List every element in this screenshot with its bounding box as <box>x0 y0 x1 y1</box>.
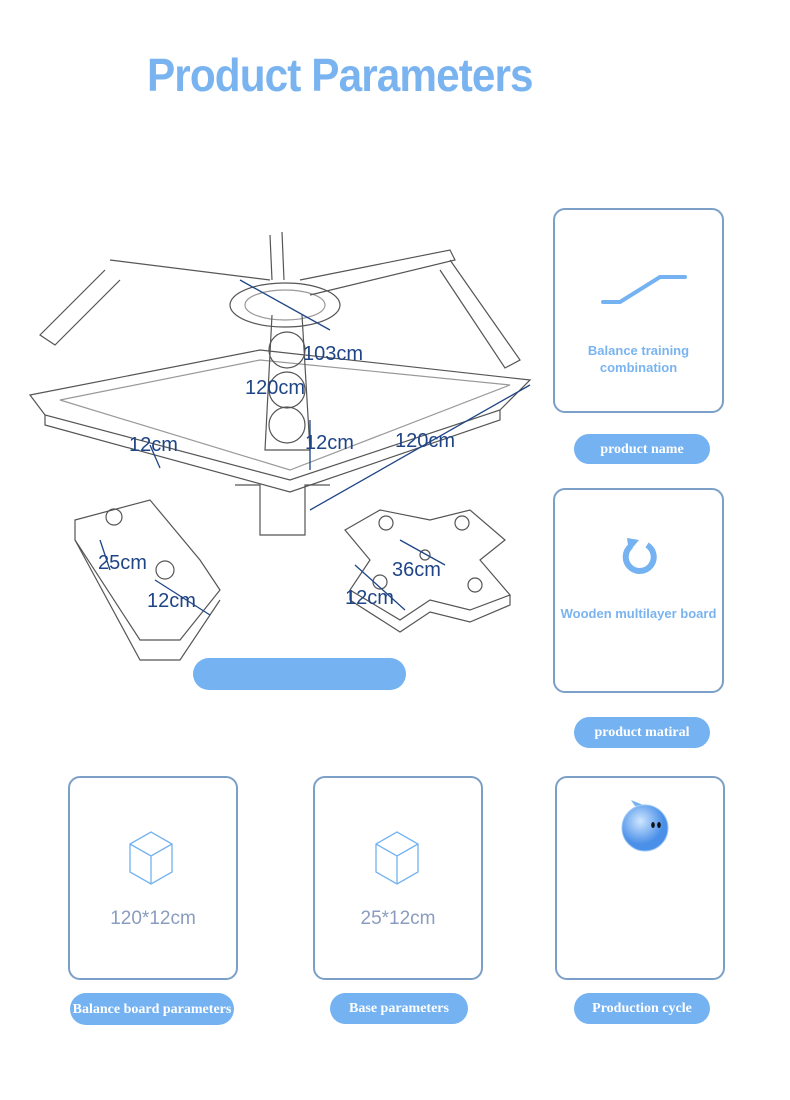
base-value: 25*12cm <box>360 908 436 929</box>
balance-board-label: Balance board parameters <box>70 993 234 1025</box>
dim-label-120-side: 120cm <box>395 430 456 452</box>
balance-board-diagram <box>28 231 532 661</box>
base-label: Base parameters <box>330 993 468 1024</box>
product-name-card: Balance training combination <box>553 208 724 413</box>
dim-label-12-center: 12cm <box>305 432 354 454</box>
dim-label-103: 103cm <box>303 343 364 365</box>
dim-label-25: 25cm <box>98 552 147 574</box>
production-cycle-card <box>555 776 725 980</box>
refresh-icon <box>622 538 657 574</box>
balance-board-card: 120*12cm <box>68 776 238 980</box>
dim-label-12-cross: 12cm <box>345 587 394 609</box>
dim-label-120-height: 120cm <box>245 377 306 399</box>
cube-icon <box>375 831 419 885</box>
base-card: 25*12cm <box>313 776 483 980</box>
balance-board-value: 120*12cm <box>110 908 196 929</box>
product-material-value: Wooden multilayer board <box>560 606 717 621</box>
page-title: Product Parameters <box>147 49 534 101</box>
product-material-card: Wooden multilayer board <box>553 488 724 693</box>
blob-mascot-icon <box>621 800 669 852</box>
product-material-label: product matiral <box>574 717 710 748</box>
dim-label-12-base: 12cm <box>147 590 196 612</box>
cube-icon <box>129 831 173 885</box>
production-cycle-label: Production cycle <box>574 993 710 1024</box>
dim-label-12-left: 12cm <box>129 434 178 456</box>
product-name-label: product name <box>574 434 710 464</box>
dim-label-36: 36cm <box>392 559 441 581</box>
blank-banner <box>193 658 406 690</box>
ramp-line-icon <box>601 275 687 304</box>
product-name-value: Balance training combination <box>587 343 690 375</box>
